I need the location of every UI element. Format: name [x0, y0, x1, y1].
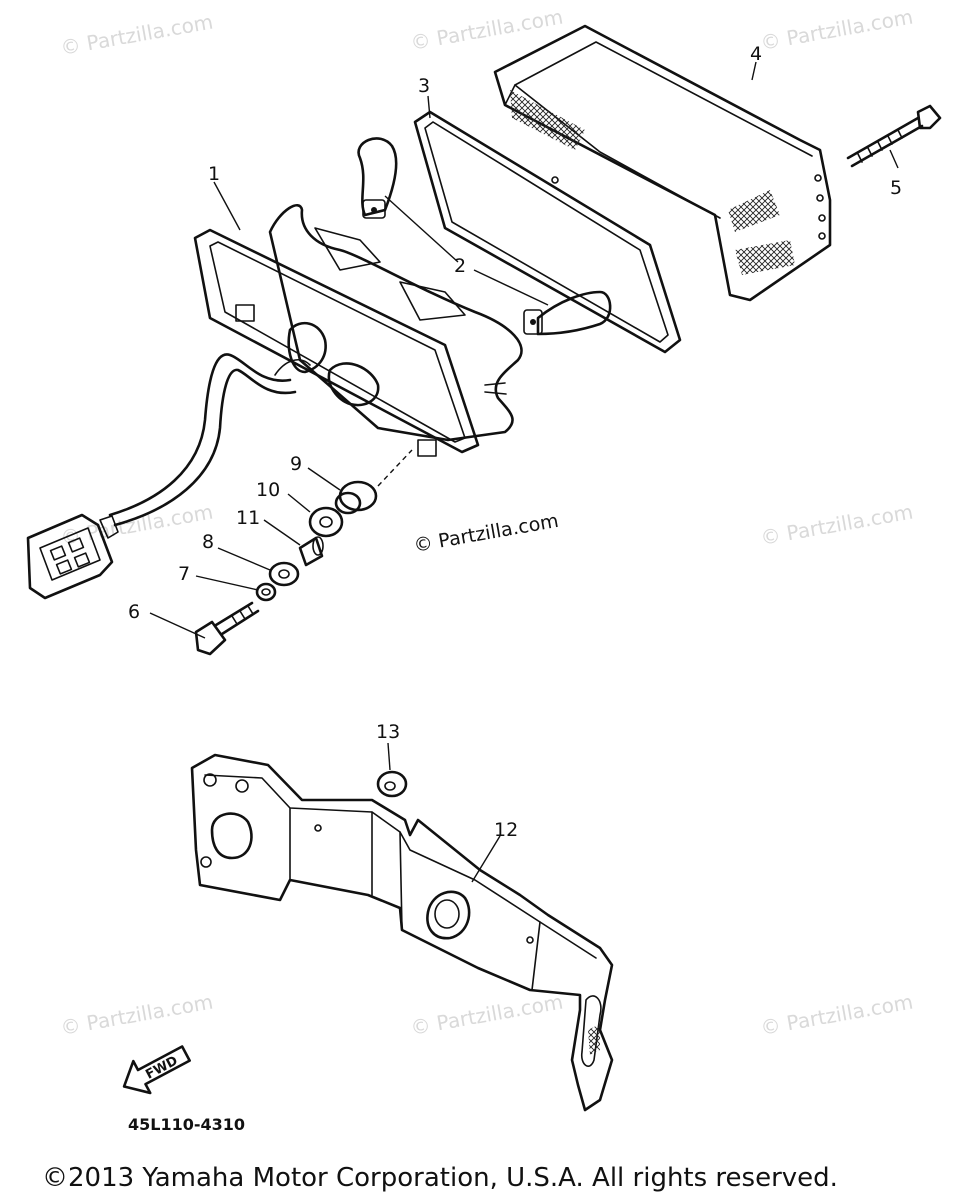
callout-labels: 1 2 3 4 5 6 7 8 9 10 11 12 13 — [128, 43, 902, 841]
callout-9: 9 — [290, 453, 302, 475]
part-10-collar — [308, 506, 344, 538]
leader-lines — [149, 61, 899, 883]
partzilla-center-mark: © Partzilla.com — [412, 510, 560, 557]
part-6-bolt — [194, 601, 260, 656]
callout-10: 10 — [256, 479, 280, 501]
part-12-bracket — [190, 753, 614, 1112]
part-1-base — [193, 203, 523, 457]
wire-harness — [108, 353, 311, 527]
part-9-grommet — [334, 449, 413, 515]
copyright-footer: ©2013 Yamaha Motor Corporation, U.S.A. A… — [42, 1163, 838, 1193]
diagram-code: 45L110-4310 — [128, 1115, 245, 1134]
callout-3: 3 — [418, 75, 430, 97]
part-8-washer — [268, 561, 300, 587]
watermark: © Partzilla.com — [759, 499, 915, 549]
callout-2: 2 — [454, 255, 466, 277]
part-2-bulb-upper — [357, 137, 398, 219]
part-13-grommet — [376, 770, 408, 798]
watermark: © Partzilla.com — [59, 989, 215, 1039]
watermark: © Partzilla.com — [59, 9, 215, 59]
part-2-bulb-lower — [523, 290, 612, 336]
callout-12: 12 — [494, 819, 518, 841]
callout-7: 7 — [178, 563, 190, 585]
part-4-lens-housing — [493, 24, 832, 302]
callout-11: 11 — [236, 507, 260, 529]
part-11-spacer — [298, 536, 324, 567]
callout-6: 6 — [128, 601, 140, 623]
watermarks: © Partzilla.com © Partzilla.com © Partzi… — [59, 4, 915, 1039]
watermark: © Partzilla.com — [409, 989, 565, 1039]
watermark: © Partzilla.com — [759, 4, 915, 54]
callout-4: 4 — [750, 43, 762, 65]
part-7-lock-washer — [255, 582, 277, 602]
fwd-arrow: FWD — [122, 1045, 191, 1095]
part-5-screw — [846, 104, 942, 168]
callout-13: 13 — [376, 721, 400, 743]
callout-5: 5 — [890, 177, 902, 199]
harness-connector — [26, 513, 119, 600]
callout-1: 1 — [208, 163, 220, 185]
watermark: © Partzilla.com — [759, 989, 915, 1039]
callout-8: 8 — [202, 531, 214, 553]
